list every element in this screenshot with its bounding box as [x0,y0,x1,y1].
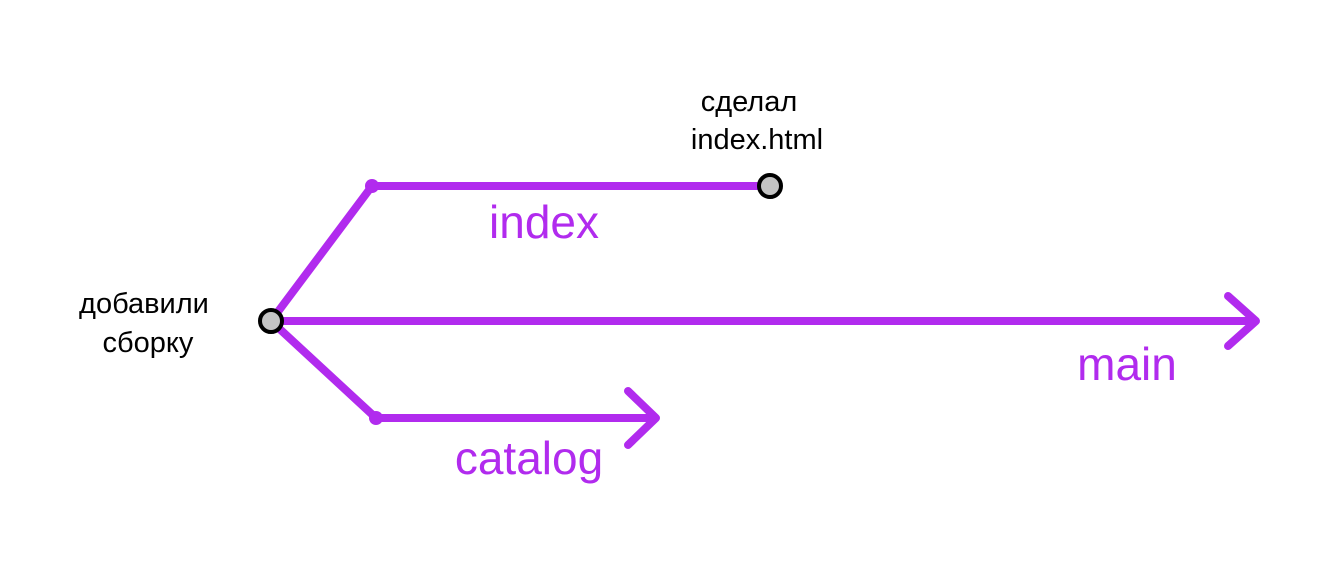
branch-catalog-fork-dot [369,411,383,425]
commit-label-index-html-line-1: сделал [701,86,798,118]
branch-main [267,292,1260,350]
commit-label-build-line-1: добавили [79,288,209,320]
branch-label-catalog: catalog [455,432,603,484]
commit-node-build [258,308,284,334]
commit-node-index-html [757,173,783,199]
commit-label-build-line-2: сборку [103,327,194,359]
commit-label-index-html-line-2: index.html [691,124,823,156]
branch-index [267,179,774,325]
branch-index-fork-dot [365,179,379,193]
branch-catalog-line [267,317,658,422]
branch-catalog-arrowhead [624,387,660,449]
commit-label-index-html: сделал index.html [691,86,823,156]
commit-label-build: добавили сборку [79,288,217,359]
branch-label-index: index [489,196,599,248]
branch-label-main: main [1077,338,1177,390]
branch-catalog [267,317,660,449]
branch-main-arrowhead [1224,292,1260,350]
